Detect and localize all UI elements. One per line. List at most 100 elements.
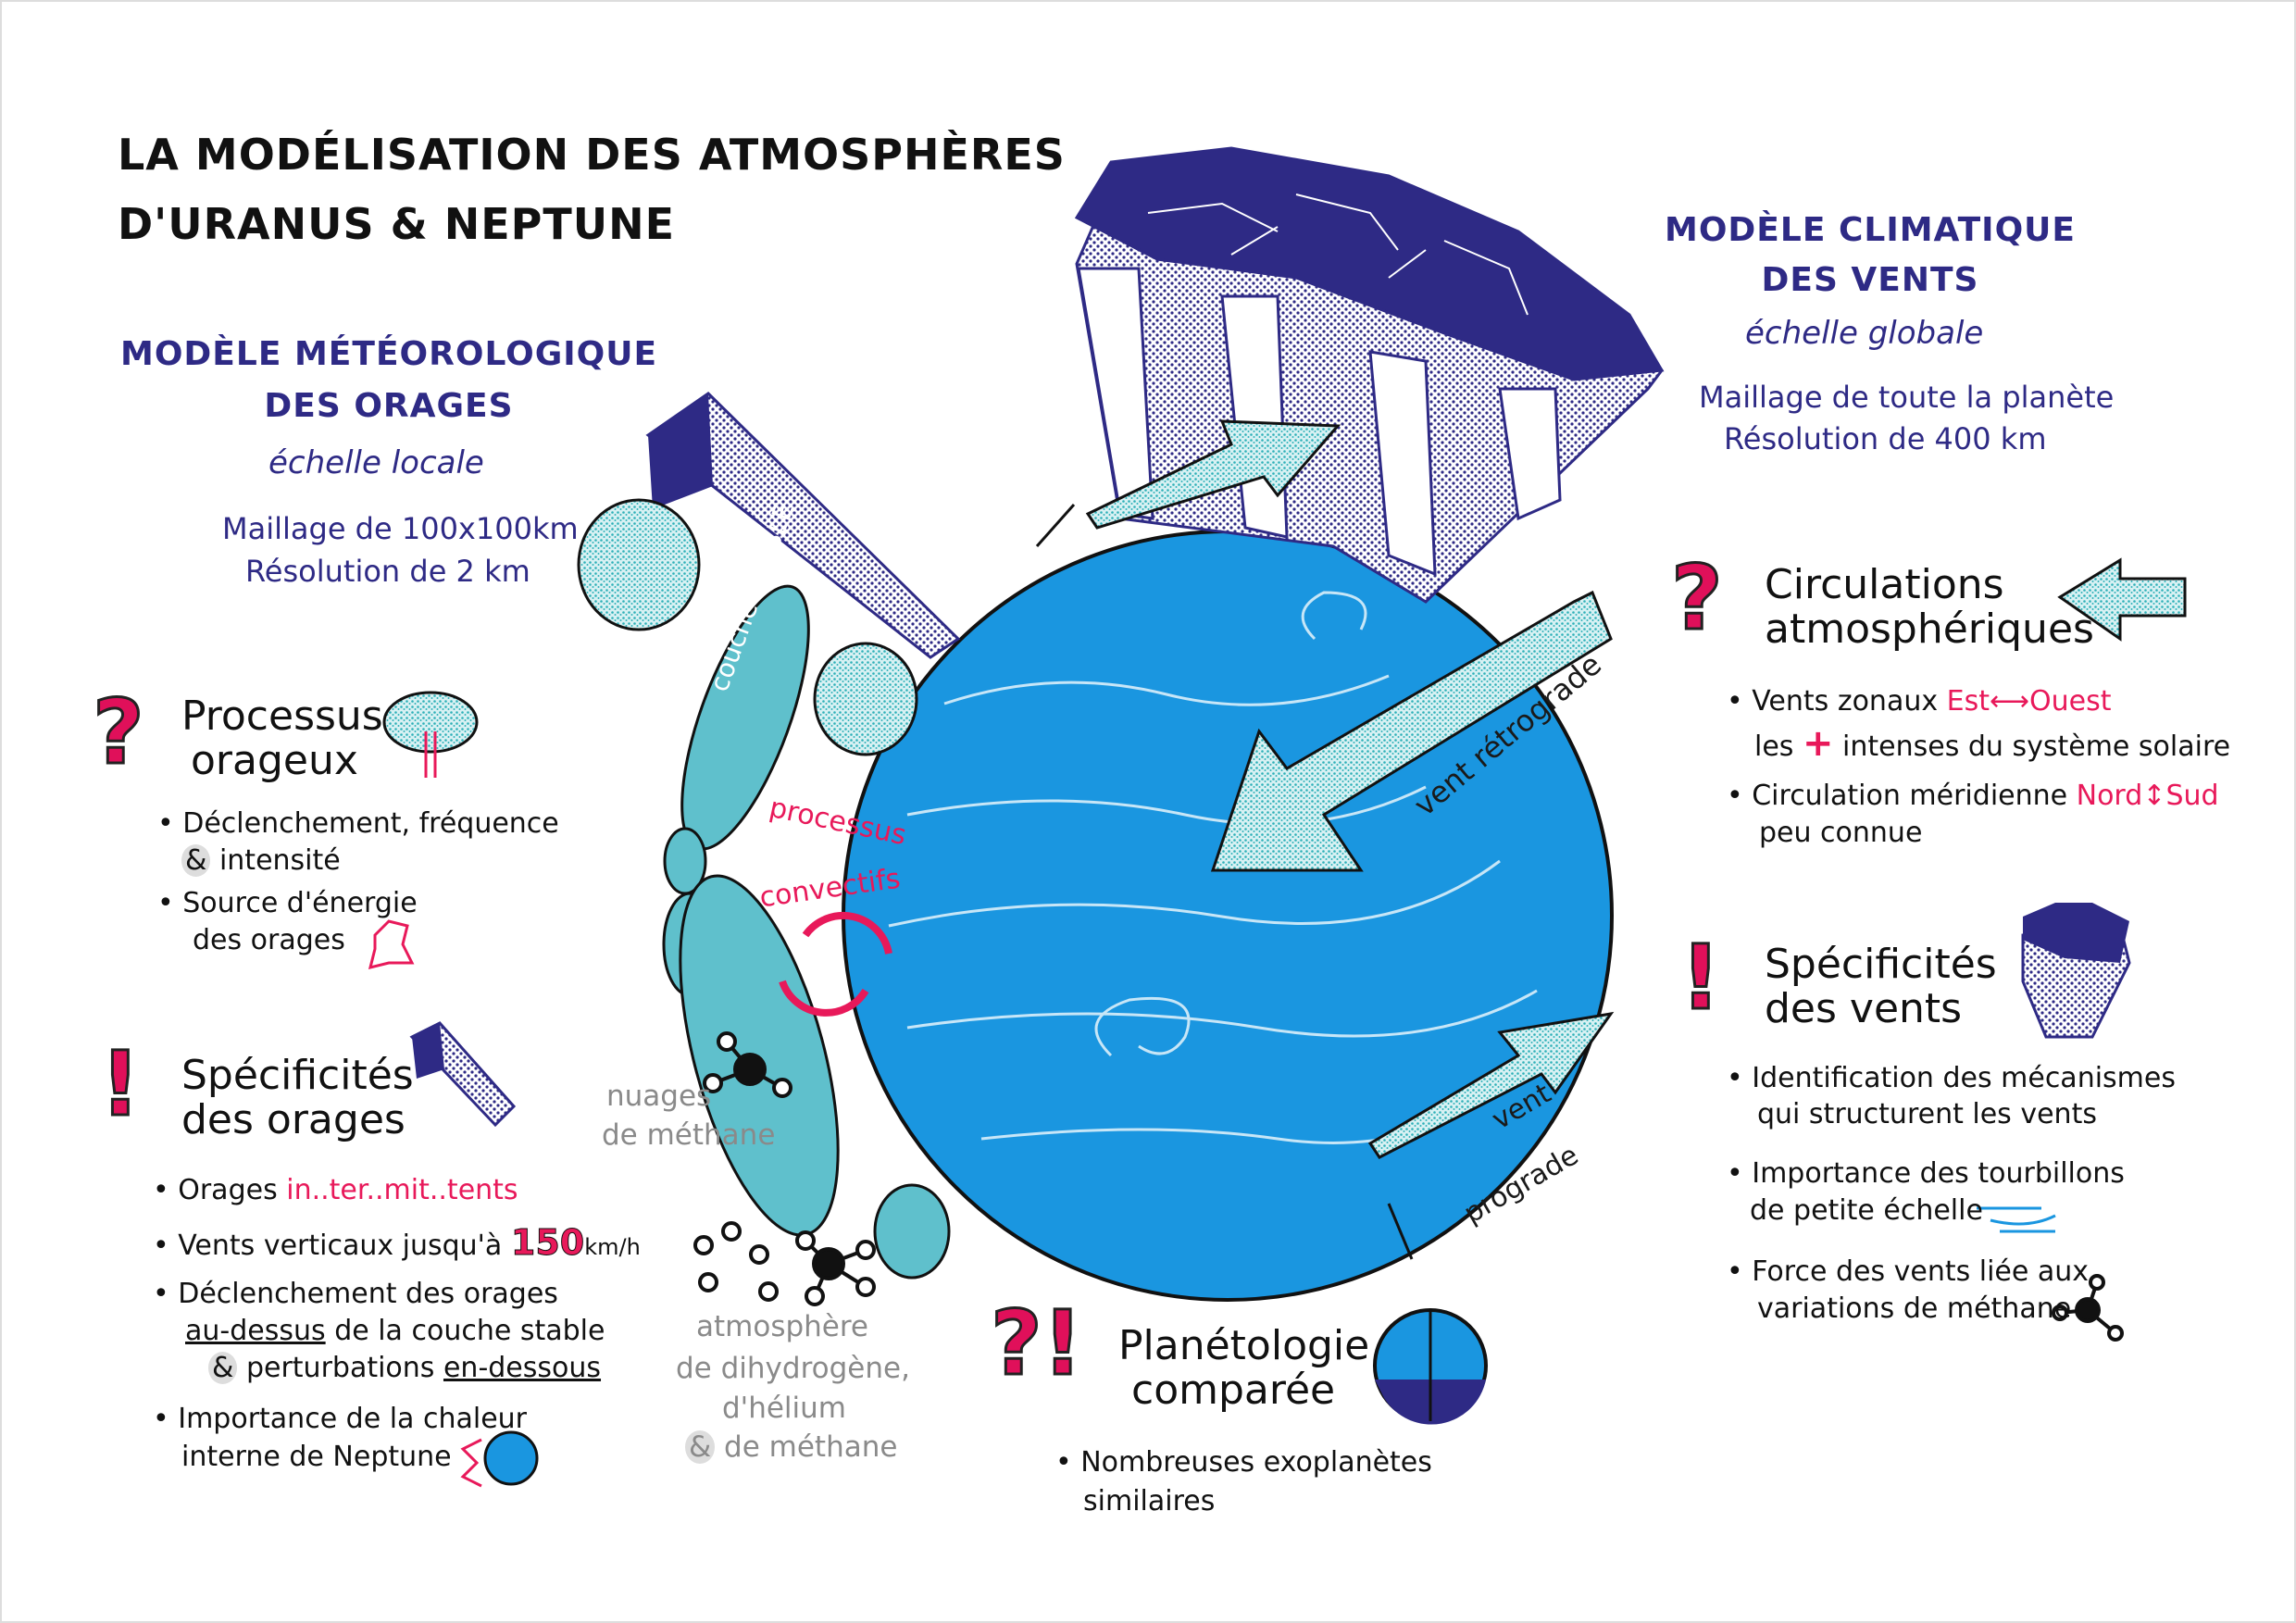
circulations-bullet-1: • Vents zonaux Est⟷Ouest (1727, 685, 2112, 718)
local-mesh: Maillage de 100x100km (222, 511, 579, 546)
above-text: au-dessus (185, 1315, 326, 1347)
ampersand: & (685, 1430, 716, 1464)
processus-bullet-2b: des orages (193, 924, 345, 956)
processus-bullet-1b: & intensité (181, 844, 341, 877)
processus-bullet-1: • Déclenchement, fréquence (157, 807, 559, 840)
global-scale: échelle globale (1745, 315, 1984, 352)
north-label: Nord (2076, 780, 2143, 812)
text: Circulation méridienne (1752, 780, 2068, 812)
local-scale: échelle locale (268, 444, 484, 481)
methane-clouds-label-1: nuages (606, 1080, 712, 1113)
atmosphere-label-1: atmosphère (696, 1310, 868, 1343)
speed-value: 150 (510, 1222, 585, 1264)
spec-orages-bullet-1: • Orages in..ter..mit..tents (153, 1174, 518, 1206)
local-grid-block (645, 392, 961, 659)
text: Identification des mécanismes (1752, 1062, 2176, 1094)
local-resolution: Résolution de 2 km (245, 554, 530, 589)
atmosphere-label-4: & de méthane (685, 1430, 897, 1464)
text: Déclenchement des orages (178, 1278, 558, 1310)
question-mark-icon: ? (1670, 545, 1725, 652)
text: Importance des tourbillons (1752, 1157, 2125, 1190)
text: Force des vents liée aux (1752, 1255, 2090, 1288)
text: de la couche stable (334, 1315, 605, 1347)
planeto-bullet-1: • Nombreuses exoplanètes (1055, 1446, 1432, 1479)
energy-burst-icon (368, 919, 415, 970)
global-resolution: Résolution de 400 km (1724, 421, 2047, 456)
spec-orages-title-2: des orages (181, 1096, 406, 1143)
double-arrow-icon: ⟷ (1990, 685, 2030, 718)
methane-molecule-icon (693, 1031, 2124, 1342)
vertical-arrow-icon: ↕ (2142, 780, 2166, 812)
east-label: Est (1946, 685, 1990, 718)
text: Importance de la chaleur (178, 1403, 528, 1435)
spec-vents-bullet-1b: qui structurent les vents (1757, 1098, 2097, 1130)
processus-bullet-1b-text: intensité (218, 844, 341, 877)
circulations-bullet-2: • Circulation méridienne Nord↕Sud (1727, 780, 2219, 812)
text: Nombreuses exoplanètes (1080, 1446, 1432, 1479)
text: Orages (178, 1174, 278, 1206)
storm-cloud-icon (382, 691, 479, 778)
spec-orages-bullet-4: • Importance de la chaleur (153, 1403, 528, 1435)
question-mark-icon: ? (92, 680, 146, 786)
spec-orages-title-1: Spécificités (181, 1052, 414, 1099)
circulations-bullet-1b: les + intenses du système solaire (1754, 722, 2230, 765)
spec-orages-bullet-3c: & perturbations en-dessous (208, 1352, 601, 1384)
spec-vents-bullet-3b: variations de méthane (1757, 1292, 2072, 1325)
spec-vents-bullet-2b: de petite échelle (1750, 1194, 1983, 1227)
processus-bullet-2-text: Source d'énergie (182, 887, 418, 919)
text: Vents zonaux (1752, 685, 1939, 718)
below-text: en-dessous (443, 1352, 602, 1384)
text: intenses du système solaire (1842, 730, 2231, 763)
spec-vents-bullet-3: • Force des vents liée aux (1727, 1255, 2090, 1288)
processus-bullet-1-text: Déclenchement, fréquence (182, 807, 559, 840)
intermittent-text: in..ter..mit..tents (286, 1174, 518, 1206)
small-hex-columns-icon (2021, 903, 2131, 1039)
processus-title-2: orageux (191, 737, 358, 784)
text: perturbations (245, 1352, 435, 1384)
circulations-bullet-2b: peu connue (1759, 817, 1923, 849)
exclamation-icon: ! (1679, 925, 1723, 1031)
spec-vents-title-1: Spécificités (1765, 941, 1997, 988)
comparison-planet-icon (1373, 1308, 1488, 1425)
text: de méthane (724, 1430, 898, 1464)
atmosphere-label-2: de dihydrogène, (676, 1352, 910, 1385)
convection-arrows-icon (779, 911, 892, 1017)
circulations-title-1: Circulations (1765, 561, 2004, 608)
wind-arrows (1085, 419, 2187, 1159)
global-model-heading-2: DES VENTS (1761, 261, 1979, 299)
spec-orages-bullet-3: • Déclenchement des orages (153, 1278, 558, 1310)
global-mesh: Maillage de toute la planète (1699, 380, 2115, 415)
spec-orages-bullet-2: • Vents verticaux jusqu'à 150km/h (153, 1222, 641, 1264)
question-exclamation-icon: ?! (989, 1291, 1083, 1397)
neptune-heat-icon (460, 1430, 539, 1488)
plus-icon: + (1802, 722, 1834, 765)
spec-orages-bullet-3b: au-dessus de la couche stable (185, 1315, 605, 1347)
ampersand: & (181, 844, 211, 877)
circulations-title-2: atmosphériques (1765, 606, 2094, 653)
text: Vents verticaux jusqu'à (178, 1230, 503, 1262)
speed-unit: km/h (584, 1234, 641, 1260)
spec-vents-bullet-2: • Importance des tourbillons (1727, 1157, 2125, 1190)
south-label: Sud (2165, 780, 2219, 812)
small-grid-block-icon (409, 1021, 517, 1128)
cloud-column (577, 498, 951, 1280)
planeto-title-1: Planétologie (1118, 1322, 1370, 1369)
ampersand: & (208, 1352, 238, 1384)
local-model-heading-1: MODÈLE MÉTÉOROLOGIQUE (120, 335, 658, 373)
vortex-icon (1977, 1206, 2056, 1233)
west-label: Ouest (2029, 685, 2112, 718)
planeto-title-2: comparée (1131, 1367, 1336, 1414)
local-model-heading-2: DES ORAGES (264, 387, 514, 425)
spec-orages-bullet-4b: interne de Neptune (181, 1441, 452, 1473)
planeto-bullet-1b: similaires (1083, 1485, 1216, 1517)
spec-vents-title-2: des vents (1765, 985, 1963, 1032)
page-title-line-2: D'URANUS & NEPTUNE (118, 199, 676, 249)
spec-vents-bullet-1: • Identification des mécanismes (1727, 1062, 2176, 1094)
page-title-line-1: LA MODÉLISATION DES ATMOSPHÈRES (118, 130, 1066, 180)
processus-bullet-2: • Source d'énergie (157, 887, 418, 919)
processus-title-1: Processus (181, 693, 383, 740)
global-model-heading-1: MODÈLE CLIMATIQUE (1665, 211, 2076, 249)
global-grid-columns (1074, 146, 1665, 604)
